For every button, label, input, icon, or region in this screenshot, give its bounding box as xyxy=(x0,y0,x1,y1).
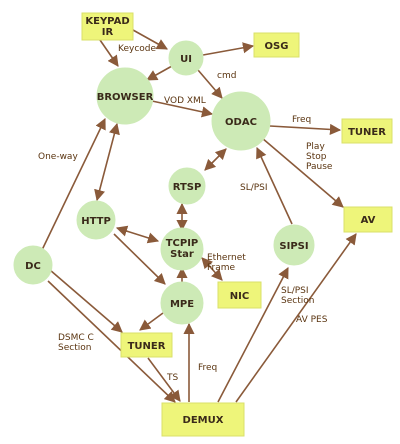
label-sl-psi-section-1: SL/PSI xyxy=(281,286,309,296)
label-sl-psi-section-2: Section xyxy=(281,296,314,306)
node-dc-label: DC xyxy=(25,261,41,272)
label-ts: TS xyxy=(166,373,178,383)
node-sipsi-label: SIPSI xyxy=(279,241,308,252)
node-ui-circle xyxy=(168,40,204,76)
node-av-box xyxy=(343,206,393,233)
node-http-circle xyxy=(76,200,116,240)
node-rtsp-circle xyxy=(168,167,206,205)
label-freq-top: Freq xyxy=(292,115,311,125)
node-keypad-line2: IR xyxy=(102,27,114,38)
node-sipsi-circle xyxy=(273,224,315,266)
node-rtsp-label: RTSP xyxy=(173,182,202,193)
edge-browser-odac xyxy=(151,100,214,118)
node-tuner-top: TUNER xyxy=(341,118,393,144)
edge-http-tcpip xyxy=(115,225,160,244)
edge-ui-osg xyxy=(202,42,255,56)
node-tuner-top-box xyxy=(341,118,393,144)
node-odac-label: ODAC xyxy=(225,117,257,128)
node-tuner-bottom-label: TUNER xyxy=(128,341,166,352)
node-tcpip: TCPIP Star xyxy=(160,227,204,271)
label-one-way: One-way xyxy=(38,152,78,162)
node-ui: UI xyxy=(168,40,204,76)
node-tcpip-line2: Star xyxy=(170,249,194,260)
edge-ui-odac xyxy=(197,69,223,99)
node-osg-label: OSG xyxy=(265,41,289,52)
edge-odac-rtsp xyxy=(204,148,227,171)
node-http: HTTP xyxy=(76,200,116,240)
edge-http-mpe xyxy=(113,233,166,285)
node-osg: OSG xyxy=(253,32,300,58)
edge-odac-tuner xyxy=(269,123,342,136)
node-demux-label: DEMUX xyxy=(183,415,224,426)
node-keypad-line1: KEYPAD xyxy=(85,16,129,27)
node-demux-box xyxy=(161,402,245,437)
node-demux: DEMUX xyxy=(161,402,245,437)
edge-tuner-demux xyxy=(147,357,181,402)
label-freq-bottom: Freq xyxy=(198,363,217,373)
node-tuner-top-label: TUNER xyxy=(348,127,386,138)
edge-dc-tuner xyxy=(49,269,123,333)
node-nic: NIC xyxy=(217,281,262,309)
edges xyxy=(41,29,357,403)
node-rtsp: RTSP xyxy=(168,167,206,205)
node-mpe-circle xyxy=(160,281,204,325)
label-vod-xml: VOD XML xyxy=(164,96,206,106)
label-stop: Stop xyxy=(306,152,327,162)
label-cmd: cmd xyxy=(217,71,236,81)
node-odac: ODAC xyxy=(211,91,271,151)
node-osg-box xyxy=(253,32,300,58)
nodes: KEYPAD IR UI OSG BROWSER ODAC TUNER xyxy=(13,12,393,437)
node-odac-circle xyxy=(211,91,271,151)
edge-labels: Keycode cmd VOD XML Freq Play Stop Pause… xyxy=(38,44,333,383)
edge-keypad-ui xyxy=(132,29,168,50)
node-http-label: HTTP xyxy=(81,216,111,227)
edge-mpe-tuner xyxy=(139,312,164,331)
node-keypad-box xyxy=(81,12,134,41)
node-nic-label: NIC xyxy=(230,291,249,302)
edge-demux-av xyxy=(235,233,357,403)
edge-keypad-browser xyxy=(99,39,119,67)
node-nic-box xyxy=(217,281,262,309)
label-av-pes: AV PES xyxy=(296,315,328,325)
edge-sipsi-odac xyxy=(256,146,293,225)
edge-odac-av xyxy=(261,137,344,208)
edge-ui-browser xyxy=(146,65,173,81)
edge-dc-demux xyxy=(47,280,176,403)
label-keycode: Keycode xyxy=(118,44,156,54)
node-tuner-bottom: TUNER xyxy=(120,332,173,358)
node-av: AV xyxy=(343,206,393,233)
node-sipsi: SIPSI xyxy=(273,224,315,266)
node-tcpip-circle xyxy=(160,227,204,271)
node-ui-label: UI xyxy=(180,54,192,65)
node-dc-circle xyxy=(13,245,53,285)
node-browser-label: BROWSER xyxy=(97,92,154,103)
node-mpe-label: MPE xyxy=(170,299,194,310)
node-dc: DC xyxy=(13,245,53,285)
node-browser: BROWSER xyxy=(96,67,154,125)
node-tcpip-line1: TCPIP xyxy=(166,238,199,249)
label-frame: Frame xyxy=(207,263,236,273)
edge-browser-http xyxy=(94,122,120,202)
node-browser-circle xyxy=(96,67,154,125)
node-av-label: AV xyxy=(361,215,376,226)
edge-dc-browser xyxy=(41,117,106,251)
label-dsmcc-1: DSMC C xyxy=(58,333,94,343)
label-pause: Pause xyxy=(306,162,333,172)
label-sl-psi-top: SL/PSI xyxy=(240,183,268,193)
edge-demux-sipsi xyxy=(217,267,289,403)
node-mpe: MPE xyxy=(160,281,204,325)
label-play: Play xyxy=(306,142,325,152)
node-tuner-bottom-box xyxy=(120,332,173,358)
node-keypad: KEYPAD IR xyxy=(81,12,134,41)
label-ethernet: Ethernet xyxy=(207,253,246,263)
label-dsmcc-2: Section xyxy=(58,343,91,353)
edge-tcpip-nic xyxy=(201,257,223,281)
